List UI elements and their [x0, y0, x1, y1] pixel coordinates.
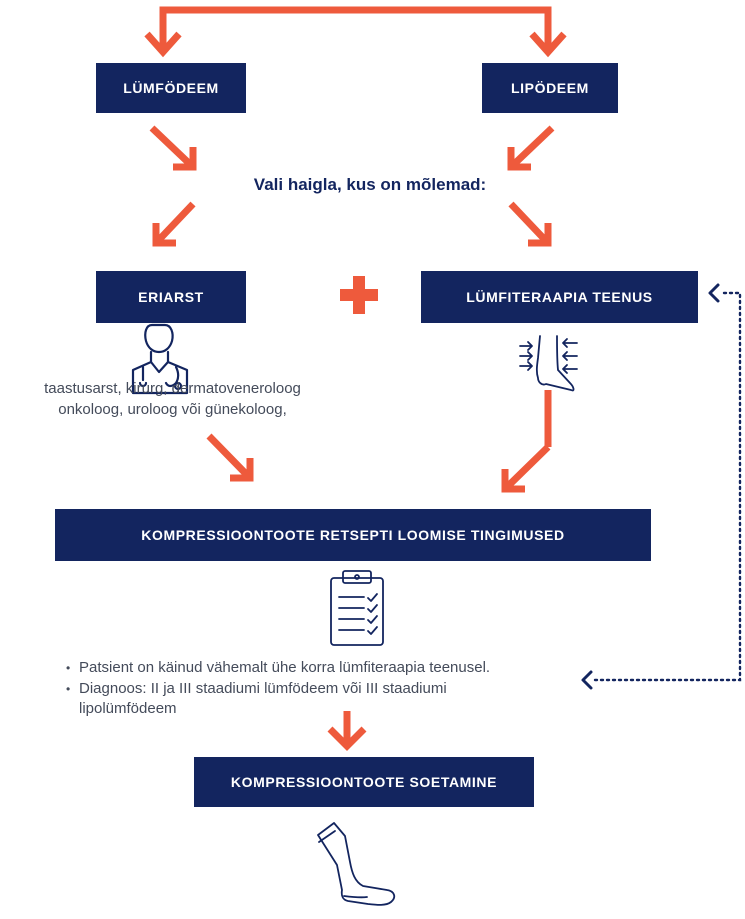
hospital-question: Vali haigla, kus on mõlemad: [253, 175, 487, 194]
dotted-feedback-connector [593, 291, 742, 682]
top-arrowheads [144, 31, 567, 58]
plus-icon [340, 276, 378, 314]
acquisition-box: KOMPRESSIOONTOOTE SOETAMINE [194, 757, 534, 807]
specialist-list: taastusarst, kirurg, dermatoveneroloog o… [0, 378, 345, 420]
lymphedema-box: LÜMFÖDEEM [96, 63, 246, 113]
acquisition-label: KOMPRESSIOONTOOTE SOETAMINE [230, 774, 498, 790]
criteria-item-diagnosis: Diagnoos: II ja III staadiumi lümfödeem … [66, 679, 536, 719]
prescription-conditions-label: KOMPRESSIOONTOOTE RETSEPTI LOOMISE TINGI… [141, 527, 565, 543]
arrow-lipedema-to-question [507, 125, 555, 171]
lipedema-box: LIPÖDEEM [482, 63, 618, 113]
arrow-specialist-to-conditions [206, 433, 254, 482]
prescription-conditions-box: KOMPRESSIOONTOOTE RETSEPTI LOOMISE TINGI… [55, 509, 651, 561]
doctor-icon [131, 323, 189, 395]
clipboard-checklist-icon [330, 570, 384, 646]
arrowhead-left [144, 31, 182, 58]
dotted-arrowheads [581, 283, 720, 690]
therapy-label: LÜMFITERAAPIA TEENUS [466, 289, 653, 305]
arrow-question-to-therapy [508, 201, 552, 247]
criteria-list: Patsient on käinud vähemalt ühe korra lü… [66, 658, 536, 720]
lipedema-label: LIPÖDEEM [511, 80, 589, 96]
dotted-arrowhead-therapy [708, 283, 720, 303]
compression-stocking-icon [317, 822, 396, 906]
criteria-item-therapy-visit: Patsient on käinud vähemalt ühe korra lü… [66, 658, 536, 678]
arrow-question-to-specialist [152, 201, 196, 247]
top-split-connector [159, 6, 552, 52]
leg-compression-icon [519, 335, 578, 392]
arrowhead-right [529, 31, 567, 58]
arrow-therapy-to-conditions [501, 390, 552, 493]
therapy-box: LÜMFITERAAPIA TEENUS [421, 271, 698, 323]
specialist-label: ERIARST [138, 289, 204, 305]
specialist-list-line-1: taastusarst, kirurg, dermatoveneroloog [44, 380, 301, 397]
specialist-list-line-2: onkoloog, uroloog või günekoloog, [58, 401, 287, 418]
lymphedema-label: LÜMFÖDEEM [123, 80, 219, 96]
arrow-lymphedema-to-question [149, 125, 197, 171]
dotted-arrowhead-criteria [581, 670, 593, 690]
specialist-box: ERIARST [96, 271, 246, 323]
